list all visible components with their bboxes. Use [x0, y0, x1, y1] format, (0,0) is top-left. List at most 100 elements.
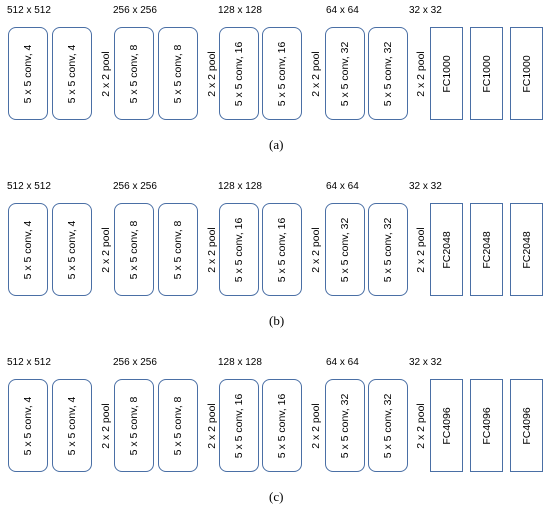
conv-layer-box: 5 x 5 conv, 32 — [368, 27, 408, 120]
resolution-label: 64 x 64 — [326, 357, 359, 368]
resolution-label: 32 x 32 — [409, 5, 442, 16]
conv-layer-label: 5 x 5 conv, 4 — [22, 220, 34, 279]
fc-layer-box: FC4096 — [470, 379, 503, 472]
conv-layer-label: 5 x 5 conv, 32 — [382, 393, 394, 458]
conv-layer-label: 5 x 5 conv, 8 — [128, 220, 140, 279]
pool-layer-label: 2 x 2 pool — [310, 402, 322, 449]
pool-layer-label: 2 x 2 pool — [310, 226, 322, 273]
resolution-label: 512 x 512 — [7, 357, 51, 368]
resolution-label: 128 x 128 — [218, 181, 262, 192]
conv-layer-box: 5 x 5 conv, 8 — [114, 27, 154, 120]
fc-layer-box: FC4096 — [430, 379, 463, 472]
pool-layer: 2 x 2 pool — [411, 379, 431, 472]
conv-layer-label: 5 x 5 conv, 32 — [339, 217, 351, 282]
conv-layer-box: 5 x 5 conv, 4 — [8, 203, 48, 296]
fc-layer-label: FC2048 — [480, 230, 493, 269]
conv-layer-box: 5 x 5 conv, 4 — [52, 27, 92, 120]
conv-layer-box: 5 x 5 conv, 16 — [219, 379, 259, 472]
fc-layer-label: FC1000 — [520, 54, 533, 93]
conv-layer-label: 5 x 5 conv, 16 — [233, 393, 245, 458]
pool-layer-label: 2 x 2 pool — [206, 402, 218, 449]
conv-layer-label: 5 x 5 conv, 32 — [382, 41, 394, 106]
panel-caption: (a) — [269, 137, 284, 152]
conv-layer-box: 5 x 5 conv, 16 — [262, 203, 302, 296]
pool-layer-label: 2 x 2 pool — [415, 402, 427, 449]
conv-layer-box: 5 x 5 conv, 8 — [158, 27, 198, 120]
fc-layer-label: FC1000 — [440, 54, 453, 93]
pool-layer-label: 2 x 2 pool — [310, 50, 322, 97]
fc-layer-label: FC4096 — [480, 406, 493, 445]
pool-layer: 2 x 2 pool — [96, 27, 116, 120]
conv-layer-label: 5 x 5 conv, 32 — [339, 41, 351, 106]
conv-layer-label: 5 x 5 conv, 16 — [233, 41, 245, 106]
conv-layer-box: 5 x 5 conv, 32 — [368, 379, 408, 472]
conv-layer-box: 5 x 5 conv, 8 — [158, 203, 198, 296]
conv-layer-box: 5 x 5 conv, 32 — [325, 203, 365, 296]
conv-layer-box: 5 x 5 conv, 16 — [219, 27, 259, 120]
fc-layer-box: FC1000 — [430, 27, 463, 120]
conv-layer-box: 5 x 5 conv, 32 — [325, 27, 365, 120]
conv-layer-label: 5 x 5 conv, 32 — [382, 217, 394, 282]
pool-layer-label: 2 x 2 pool — [415, 50, 427, 97]
resolution-label: 64 x 64 — [326, 5, 359, 16]
conv-layer-label: 5 x 5 conv, 8 — [172, 220, 184, 279]
resolution-label: 32 x 32 — [409, 357, 442, 368]
pool-layer-label: 2 x 2 pool — [415, 226, 427, 273]
conv-layer-label: 5 x 5 conv, 4 — [22, 44, 34, 103]
pool-layer-label: 2 x 2 pool — [100, 402, 112, 449]
conv-layer-box: 5 x 5 conv, 8 — [114, 203, 154, 296]
conv-layer-box: 5 x 5 conv, 4 — [8, 27, 48, 120]
conv-layer-label: 5 x 5 conv, 4 — [66, 396, 78, 455]
resolution-label: 64 x 64 — [326, 181, 359, 192]
conv-layer-label: 5 x 5 conv, 4 — [22, 396, 34, 455]
conv-layer-box: 5 x 5 conv, 32 — [368, 203, 408, 296]
conv-layer-box: 5 x 5 conv, 4 — [52, 379, 92, 472]
fc-layer-box: FC1000 — [510, 27, 543, 120]
conv-layer-box: 5 x 5 conv, 32 — [325, 379, 365, 472]
resolution-label: 256 x 256 — [113, 357, 157, 368]
pool-layer: 2 x 2 pool — [96, 203, 116, 296]
fc-layer-label: FC2048 — [520, 230, 533, 269]
conv-layer-box: 5 x 5 conv, 8 — [114, 379, 154, 472]
resolution-label: 256 x 256 — [113, 181, 157, 192]
resolution-label: 512 x 512 — [7, 5, 51, 16]
panel-caption: (b) — [269, 313, 285, 328]
conv-layer-label: 5 x 5 conv, 32 — [339, 393, 351, 458]
fc-layer-box: FC2048 — [470, 203, 503, 296]
conv-layer-label: 5 x 5 conv, 8 — [128, 396, 140, 455]
resolution-label: 512 x 512 — [7, 181, 51, 192]
pool-layer: 2 x 2 pool — [411, 27, 431, 120]
conv-layer-box: 5 x 5 conv, 16 — [262, 379, 302, 472]
pool-layer: 2 x 2 pool — [306, 27, 326, 120]
conv-layer-box: 5 x 5 conv, 8 — [158, 379, 198, 472]
conv-layer-label: 5 x 5 conv, 8 — [172, 396, 184, 455]
fc-layer-label: FC1000 — [480, 54, 493, 93]
conv-layer-label: 5 x 5 conv, 16 — [233, 217, 245, 282]
conv-layer-label: 5 x 5 conv, 16 — [276, 41, 288, 106]
conv-layer-label: 5 x 5 conv, 4 — [66, 44, 78, 103]
conv-layer-box: 5 x 5 conv, 16 — [219, 203, 259, 296]
resolution-label: 32 x 32 — [409, 181, 442, 192]
pool-layer-label: 2 x 2 pool — [100, 50, 112, 97]
fc-layer-box: FC4096 — [510, 379, 543, 472]
fc-layer-box: FC2048 — [510, 203, 543, 296]
fc-layer-box: FC2048 — [430, 203, 463, 296]
conv-layer-box: 5 x 5 conv, 16 — [262, 27, 302, 120]
conv-layer-box: 5 x 5 conv, 4 — [52, 203, 92, 296]
resolution-label: 256 x 256 — [113, 5, 157, 16]
fc-layer-box: FC1000 — [470, 27, 503, 120]
pool-layer: 2 x 2 pool — [96, 379, 116, 472]
pool-layer-label: 2 x 2 pool — [206, 50, 218, 97]
fc-layer-label: FC4096 — [520, 406, 533, 445]
conv-layer-box: 5 x 5 conv, 4 — [8, 379, 48, 472]
panel-b: 512 x 512 256 x 256 128 x 128 64 x 64 32 x 3… — [0, 176, 550, 352]
pool-layer: 2 x 2 pool — [306, 379, 326, 472]
conv-layer-label: 5 x 5 conv, 4 — [66, 220, 78, 279]
conv-layer-label: 5 x 5 conv, 8 — [172, 44, 184, 103]
pool-layer-label: 2 x 2 pool — [100, 226, 112, 273]
fc-layer-label: FC4096 — [440, 406, 453, 445]
fc-layer-label: FC2048 — [440, 230, 453, 269]
pool-layer: 2 x 2 pool — [306, 203, 326, 296]
pool-layer-label: 2 x 2 pool — [206, 226, 218, 273]
